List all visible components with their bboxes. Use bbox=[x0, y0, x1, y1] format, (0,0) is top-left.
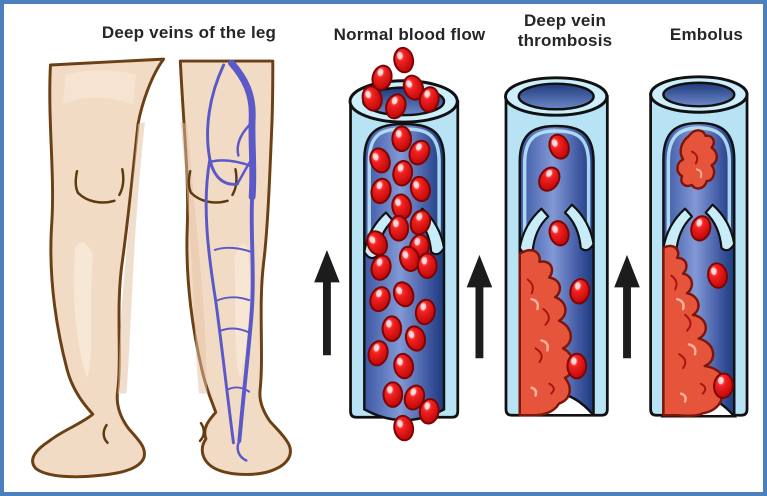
blood-clot bbox=[518, 249, 575, 417]
vessel-normal-flow bbox=[348, 45, 460, 443]
free-embolus-clot bbox=[676, 129, 719, 190]
dvt-title: Deep vein thrombosis bbox=[517, 11, 613, 50]
knee-crease bbox=[74, 168, 125, 445]
up-arrow-icon bbox=[314, 249, 340, 356]
venous-valve bbox=[662, 203, 736, 256]
embolus-title: Embolus bbox=[669, 25, 744, 44]
blood-clot bbox=[662, 244, 726, 417]
flow-arrows bbox=[314, 249, 640, 359]
legs-panel bbox=[31, 57, 292, 479]
legs-panel-title: Deep veins of the leg bbox=[101, 23, 277, 42]
up-arrow-icon bbox=[614, 254, 640, 359]
vessel-opening bbox=[662, 81, 736, 108]
leg-left bbox=[31, 57, 166, 479]
illustration-canvas bbox=[31, 45, 749, 479]
thigh-highlight bbox=[63, 70, 137, 105]
vessel-embolus bbox=[649, 75, 749, 418]
leg-shading bbox=[180, 122, 208, 394]
vessel-dvt bbox=[504, 76, 609, 417]
lumen-lining bbox=[522, 129, 591, 236]
up-arrow-icon bbox=[466, 254, 493, 359]
normal-flow-title: Normal blood flow bbox=[333, 25, 486, 44]
leg-highlight bbox=[234, 244, 250, 378]
leg-highlight bbox=[73, 242, 93, 378]
lumen-lining bbox=[666, 126, 732, 236]
vessel-opening bbox=[517, 82, 595, 111]
leg-shading bbox=[117, 122, 145, 394]
leg-right bbox=[178, 59, 292, 476]
deep-vein-network bbox=[204, 59, 257, 462]
